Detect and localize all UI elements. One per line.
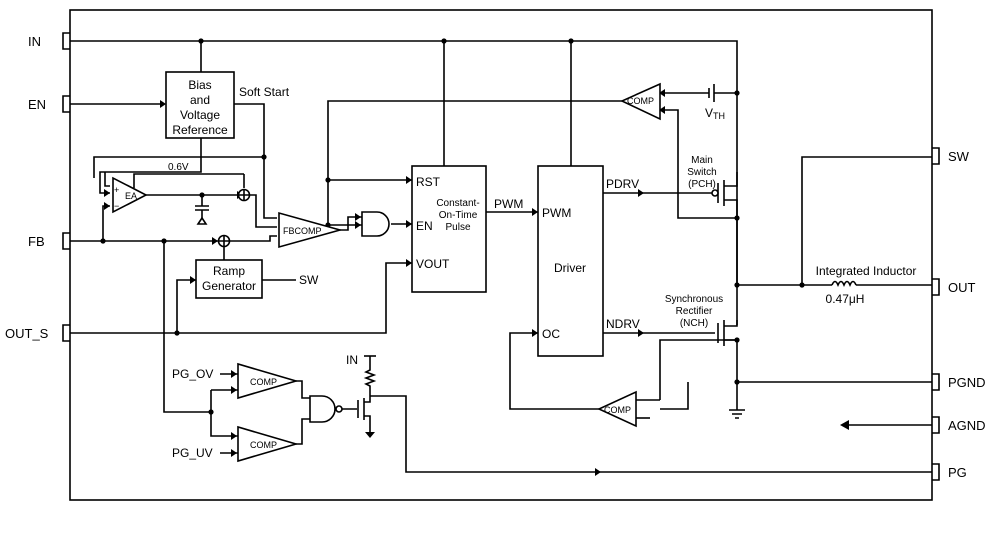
pin-out: OUT bbox=[932, 278, 976, 296]
vref-label: 0.6V bbox=[168, 162, 189, 173]
cot-rst-label: RST bbox=[416, 175, 441, 189]
ramp-line-2: Generator bbox=[202, 279, 256, 293]
svg-text:−: − bbox=[114, 201, 119, 211]
sync-rectifier-nch bbox=[717, 320, 738, 382]
fb-comparator: FBCOMP bbox=[278, 211, 343, 249]
ramp-line-1: Ramp bbox=[213, 264, 245, 278]
pin-agnd: AGND bbox=[932, 416, 986, 434]
bias-voltage-reference-block: Bias and Voltage Reference bbox=[165, 71, 235, 139]
pin-sw-label: SW bbox=[948, 149, 970, 164]
wire-sw bbox=[801, 156, 932, 285]
and-gate bbox=[361, 211, 390, 237]
pin-fb: FB bbox=[28, 232, 70, 250]
ramp-generator-block: Ramp Generator bbox=[195, 259, 263, 299]
pin-out-s-label: OUT_S bbox=[5, 326, 49, 341]
fbcomp-label: FBCOMP bbox=[283, 226, 322, 236]
ndrv-label: NDRV bbox=[606, 317, 640, 331]
inductance-label: 0.47μH bbox=[826, 292, 865, 306]
summing-node-1 bbox=[237, 188, 251, 202]
pg-ov-comp-label: COMP bbox=[250, 377, 277, 387]
main-switch-pch bbox=[711, 172, 738, 210]
driver-title: Driver bbox=[554, 261, 586, 275]
constant-on-time-block: RST EN VOUT Constant- On-Time Pulse bbox=[411, 165, 487, 293]
chip-outline bbox=[69, 9, 933, 501]
error-amplifier: EA + − bbox=[112, 176, 148, 214]
main-switch-line-1: Main bbox=[691, 155, 713, 166]
pin-pgnd-label: PGND bbox=[948, 375, 986, 390]
driver-oc-label: OC bbox=[542, 327, 560, 341]
pin-en-label: EN bbox=[28, 97, 46, 112]
main-switch-line-3: (PCH) bbox=[688, 179, 716, 190]
pwm-wire-label: PWM bbox=[494, 197, 523, 211]
pin-pgnd: PGND bbox=[932, 373, 986, 391]
pg-ov-comparator: COMP bbox=[237, 362, 299, 400]
pg-uv-label: PG_UV bbox=[172, 446, 213, 460]
oc-comp-label: COMP bbox=[604, 405, 631, 415]
integrated-inductor bbox=[831, 280, 857, 288]
pdrv-label: PDRV bbox=[606, 177, 639, 191]
pin-in-label: IN bbox=[28, 34, 41, 49]
svg-text:+: + bbox=[114, 185, 119, 195]
pin-out-label: OUT bbox=[948, 280, 976, 295]
oc-comparator: COMP bbox=[597, 390, 637, 428]
bias-line-1: Bias bbox=[188, 78, 211, 92]
pin-fb-label: FB bbox=[28, 234, 45, 249]
cot-title-2: On-Time bbox=[439, 210, 478, 221]
ground-symbol bbox=[729, 409, 745, 419]
wire-soft-start bbox=[234, 103, 277, 219]
pin-pg-label: PG bbox=[948, 465, 967, 480]
nand-gate bbox=[309, 395, 343, 423]
wire-out-s bbox=[70, 262, 412, 334]
bias-line-2: and bbox=[190, 93, 210, 107]
sync-rect-line-1: Synchronous bbox=[665, 294, 723, 305]
pg-in-label: IN bbox=[346, 353, 358, 367]
pin-sw: SW bbox=[932, 147, 970, 165]
vth-label: VTH bbox=[705, 106, 725, 121]
wire-pg bbox=[370, 395, 932, 473]
ea-label: EA bbox=[125, 191, 137, 201]
sync-rect-line-3: (NCH) bbox=[680, 318, 708, 329]
vth-comp-label: COMP bbox=[627, 96, 654, 106]
inductor-label: Integrated Inductor bbox=[816, 264, 917, 278]
vth-comparator: COMP bbox=[620, 82, 661, 121]
driver-pwm-label: PWM bbox=[542, 206, 571, 220]
pg-uv-comp-label: COMP bbox=[250, 440, 277, 450]
driver-block: PWM Driver OC bbox=[537, 165, 604, 357]
pg-pulldown-fet bbox=[357, 396, 375, 438]
cot-en-label: EN bbox=[416, 219, 433, 233]
pin-out-s: OUT_S bbox=[5, 324, 70, 342]
main-switch-line-2: Switch bbox=[687, 167, 716, 178]
pin-agnd-label: AGND bbox=[948, 418, 986, 433]
wire-vref bbox=[99, 138, 202, 194]
pin-en: EN bbox=[28, 95, 70, 113]
bias-line-3: Voltage bbox=[180, 108, 220, 122]
soft-start-label: Soft Start bbox=[239, 85, 290, 99]
pg-pullup-resistor bbox=[363, 355, 377, 396]
pin-in: IN bbox=[28, 32, 70, 50]
cot-title-3: Pulse bbox=[445, 222, 470, 233]
cot-vout-label: VOUT bbox=[416, 257, 450, 271]
pin-pg: PG bbox=[932, 463, 967, 481]
sync-rect-line-2: Rectifier bbox=[676, 306, 713, 317]
pg-ov-label: PG_OV bbox=[172, 367, 213, 381]
summing-node-2 bbox=[217, 234, 231, 248]
cot-title-1: Constant- bbox=[436, 198, 479, 209]
ramp-sw-label: SW bbox=[299, 273, 319, 287]
pg-uv-comparator: COMP bbox=[237, 425, 299, 463]
bias-line-4: Reference bbox=[172, 123, 228, 137]
